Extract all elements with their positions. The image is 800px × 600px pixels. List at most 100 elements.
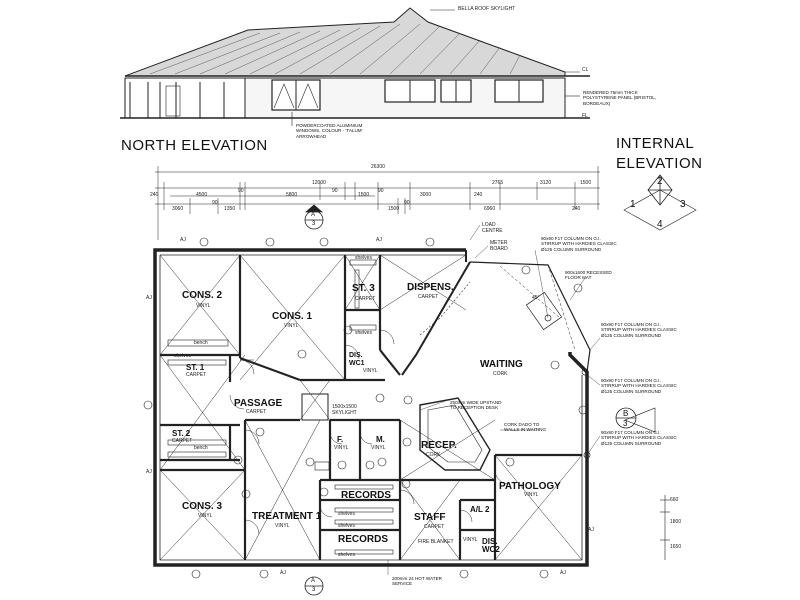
column-note-3: 90x90 F17 COLUMN ON G.I. STIRRUP WITH HA… — [601, 378, 677, 394]
north-elevation-drawing — [120, 7, 590, 126]
dim-overall: 26300 — [371, 164, 385, 170]
room-pathology-finish: VINYL — [524, 492, 539, 498]
int-elev-num-3: 3 — [680, 199, 686, 210]
angle-note: 45° — [532, 295, 540, 301]
aj-label-6: AJ — [560, 570, 566, 576]
room-m: M. — [376, 435, 385, 444]
room-st1: ST. 1 — [186, 363, 205, 372]
room-diswc2-finish: VINYL — [463, 537, 478, 543]
fire-blanket-note: FIRE BLANKET — [418, 539, 454, 545]
upstand-note: 250mm WIDE UPSTAND TO RECEPTION DESK — [450, 400, 502, 411]
room-st2-finish: CARPET — [172, 438, 193, 444]
room-recep: RECEP. — [421, 440, 457, 451]
dim-r2-0: 240 — [150, 192, 159, 198]
dim-side-1: 1800 — [670, 519, 682, 525]
bench-label-cons2: bench — [194, 340, 208, 346]
dim-r2-5: 1500 — [358, 192, 370, 198]
dimension-lines — [155, 166, 670, 560]
room-cons3: CONS. 3 — [182, 501, 223, 512]
room-treatment1: TREATMENT 1 — [252, 511, 322, 522]
shelves-label-st1: shelves — [174, 353, 191, 359]
dim-r3-0: 3060 — [172, 206, 184, 212]
internal-elevation-title-1: INTERNAL — [616, 135, 695, 152]
aj-label-3: AJ — [146, 295, 152, 301]
dim-r3-3: 1500 — [388, 206, 400, 212]
dim-r2-3: 5800 — [286, 192, 298, 198]
water-service-note: 200mm 24 HOT WATER SERVICE — [392, 576, 442, 587]
aj-label-5: AJ — [280, 570, 286, 576]
int-elev-num-2: 2 — [657, 176, 663, 187]
skylight-note: BELLA ROOF SKYLIGHT — [458, 6, 516, 12]
internal-elevation-title-2: ELEVATION — [616, 155, 703, 172]
room-waiting-finish: CORK — [493, 371, 508, 377]
room-cons1-finish: VINYL — [284, 323, 299, 329]
shelves-label-st3-top: shelves — [355, 255, 372, 261]
shelves-label-records-1: shelves — [338, 511, 355, 517]
dim-side-2: 1650 — [670, 544, 682, 550]
room-f-finish: VINYL — [334, 445, 349, 451]
dim-r2-4: 90 — [332, 188, 338, 194]
room-cons2: CONS. 2 — [182, 290, 223, 301]
room-st2: ST. 2 — [172, 429, 191, 438]
section-bottom-num: 3 — [312, 587, 316, 593]
room-staff-finish: CARPET — [424, 524, 445, 530]
windows-note: POWDERCOATED ALUMINIUM WINDOWS, COLOUR -… — [296, 123, 363, 139]
grid-bubbles — [143, 237, 588, 579]
room-al2: A/L 2 — [470, 505, 490, 514]
room-diswc1: DIS. WC1 — [349, 352, 365, 367]
dim-r2-1: 4500 — [196, 192, 208, 198]
cl-level: CL — [582, 67, 589, 73]
room-pathology: PATHOLOGY — [499, 481, 561, 492]
room-records-2: RECORDS — [338, 534, 389, 545]
section-bottom-letter: A — [311, 578, 316, 584]
dim-r2-8: 240 — [474, 192, 483, 198]
bench-label-st2: bench — [194, 445, 208, 451]
room-cons3-finish: VINYL — [198, 513, 213, 519]
cork-dado-note: CORK DADO TO WALLS IN WAITING — [504, 422, 547, 433]
aj-label-1: AJ — [180, 237, 186, 243]
int-elev-num-1: 1 — [630, 199, 636, 210]
section-marker-symbols — [304, 174, 697, 596]
dim-r3-4: 90 — [404, 200, 410, 206]
room-records-1: RECORDS — [341, 490, 392, 501]
dim-r2-10: 3120 — [540, 180, 552, 186]
dim-r2-2: 90 — [238, 188, 244, 194]
room-diswc2: DIS. WC2 — [482, 537, 500, 554]
room-diswc1-finish: VINYL — [363, 368, 378, 374]
floor-mat-note: 900x1600 RECESSED FLOOR MAT — [565, 270, 612, 281]
dim-r2-11: 1500 — [580, 180, 592, 186]
int-elev-num-4: 4 — [657, 219, 663, 230]
column-note-1: 90x90 F17 COLUMN ON G.I. STIRRUP WITH HA… — [541, 236, 617, 252]
floor-plan-drawing — [153, 224, 656, 575]
dim-r3-5: 6960 — [484, 206, 496, 212]
dim-r3-1: 90 — [212, 200, 218, 206]
dim-r2-7: 3000 — [420, 192, 432, 198]
dim-side-0: 660 — [670, 497, 679, 503]
room-st1-finish: CARPET — [186, 372, 207, 378]
room-m-finish: VINYL — [371, 445, 386, 451]
room-staff: STAFF — [414, 512, 446, 523]
aj-label-4: AJ — [146, 469, 152, 475]
room-st3: ST. 3 — [352, 283, 375, 294]
room-dispens: DISPENS. — [407, 282, 454, 293]
section-top-letter: A — [311, 212, 316, 218]
dim-mid: 12000 — [312, 180, 326, 186]
room-f: F. — [337, 435, 344, 444]
dim-r2-9: 2765 — [492, 180, 504, 186]
north-elevation-title: NORTH ELEVATION — [121, 137, 268, 154]
shelves-label-st3-bottom: shelves — [355, 330, 372, 336]
shelves-label-records-3: shelves — [338, 552, 355, 558]
dim-r3-2: 1350 — [224, 206, 236, 212]
fl-level: FL — [582, 113, 588, 119]
aj-label-7: AJ — [588, 527, 594, 533]
dim-r3-6: 240 — [572, 206, 581, 212]
room-dispens-finish: CARPET — [418, 294, 439, 300]
room-st3-finish: CARPET — [355, 296, 376, 302]
room-cons1: CONS. 1 — [272, 311, 313, 322]
section-top-num: 3 — [312, 221, 316, 227]
room-passage: PASSAGE — [234, 398, 283, 409]
shelves-label-records-2: shelves — [338, 523, 355, 529]
room-cons2-finish: VINYL — [196, 303, 211, 309]
room-waiting: WAITING — [480, 359, 523, 370]
